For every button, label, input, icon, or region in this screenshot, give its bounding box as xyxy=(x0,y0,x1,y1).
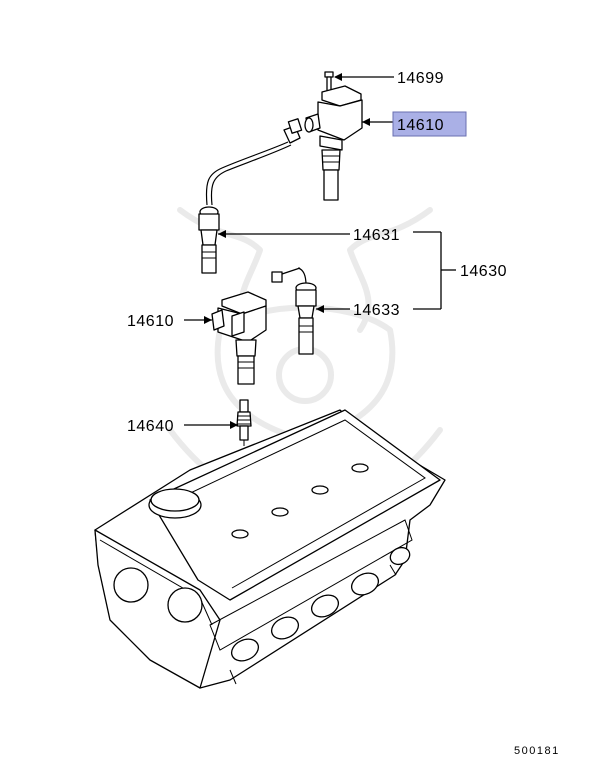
callout-14610-highlighted[interactable]: 14610 xyxy=(397,117,444,134)
spark-plug-14640 xyxy=(236,399,252,446)
callout-14699[interactable]: 14699 xyxy=(397,70,444,87)
leader-arrows xyxy=(204,73,370,429)
callout-highlight-box xyxy=(392,111,467,137)
callout-14633[interactable]: 14633 xyxy=(353,302,400,319)
callout-labels: 14699 14610 14631 14630 14633 14610 1464… xyxy=(127,70,507,435)
coil-connector-14633 xyxy=(271,267,317,355)
callout-14630[interactable]: 14630 xyxy=(460,263,507,280)
spark-plug-cable-14631 xyxy=(198,118,303,274)
callout-14631[interactable]: 14631 xyxy=(353,227,400,244)
bolt-14699 xyxy=(324,71,334,92)
callout-14610[interactable]: 14610 xyxy=(127,313,174,330)
ignition-coil-lower xyxy=(211,291,267,385)
figure-number: 500181 xyxy=(514,745,560,757)
engine-cylinder-head xyxy=(94,409,446,689)
ignition-coil-upper xyxy=(304,71,363,201)
callout-14640[interactable]: 14640 xyxy=(127,418,174,435)
